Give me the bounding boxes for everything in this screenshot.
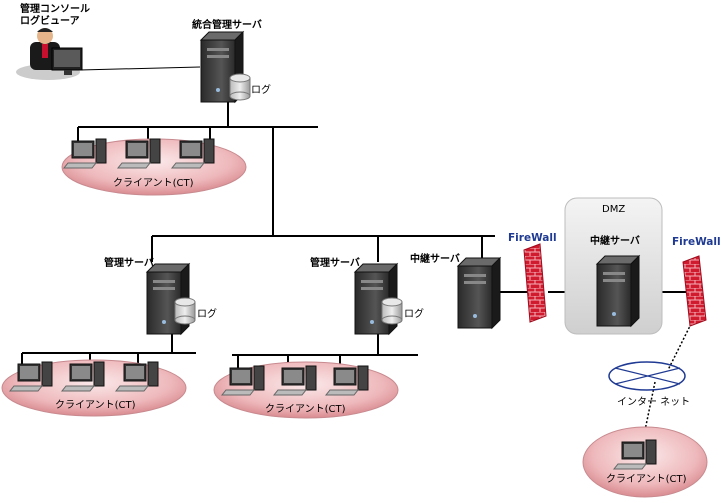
- relay-server-label: 中継サーバ: [410, 254, 460, 265]
- dmz-title: DMZ: [602, 204, 626, 215]
- integrated-server-icon: [200, 31, 251, 103]
- mgmt-server-mid-icon: [354, 263, 403, 335]
- integrated-server-label: 統合管理サーバ: [192, 20, 262, 31]
- console-label: 管理コンソール: [20, 4, 90, 15]
- integrated-server-log-label: ログ: [251, 85, 271, 96]
- relay-server-icon: [457, 257, 501, 329]
- firewall-right-icon: [682, 255, 707, 327]
- firewall-right-label: FireWall: [672, 236, 721, 248]
- firewall-left-icon: [523, 243, 547, 323]
- dmz-server-label: 中継サーバ: [590, 236, 640, 247]
- internet-icon: [608, 361, 686, 391]
- console-user-icon: [16, 28, 83, 80]
- firewall-left-label: FireWall: [508, 232, 557, 244]
- internet-label: インター ネット: [617, 397, 691, 408]
- dmz-zone: [564, 197, 663, 335]
- mgmt-server-mid-label: 管理サーバ: [310, 258, 360, 269]
- client-group-top: [61, 138, 247, 196]
- client-group-left: [1, 359, 187, 417]
- client-label-top: クライアント(CT): [113, 178, 194, 189]
- mgmt-server-left-log-label: ログ: [197, 309, 217, 320]
- client-group-internet: [582, 426, 708, 498]
- client-label-mid: クライアント(CT): [265, 404, 346, 415]
- client-label-left: クライアント(CT): [55, 400, 136, 411]
- mgmt-server-left-icon: [146, 263, 196, 335]
- mgmt-server-left-label: 管理サーバ: [104, 258, 154, 269]
- mgmt-server-mid-log-label: ログ: [404, 309, 424, 320]
- console-sublabel: ログビューア: [20, 16, 80, 27]
- client-group-mid: [213, 361, 399, 419]
- client-label-internet: クライアント(CT): [606, 474, 687, 485]
